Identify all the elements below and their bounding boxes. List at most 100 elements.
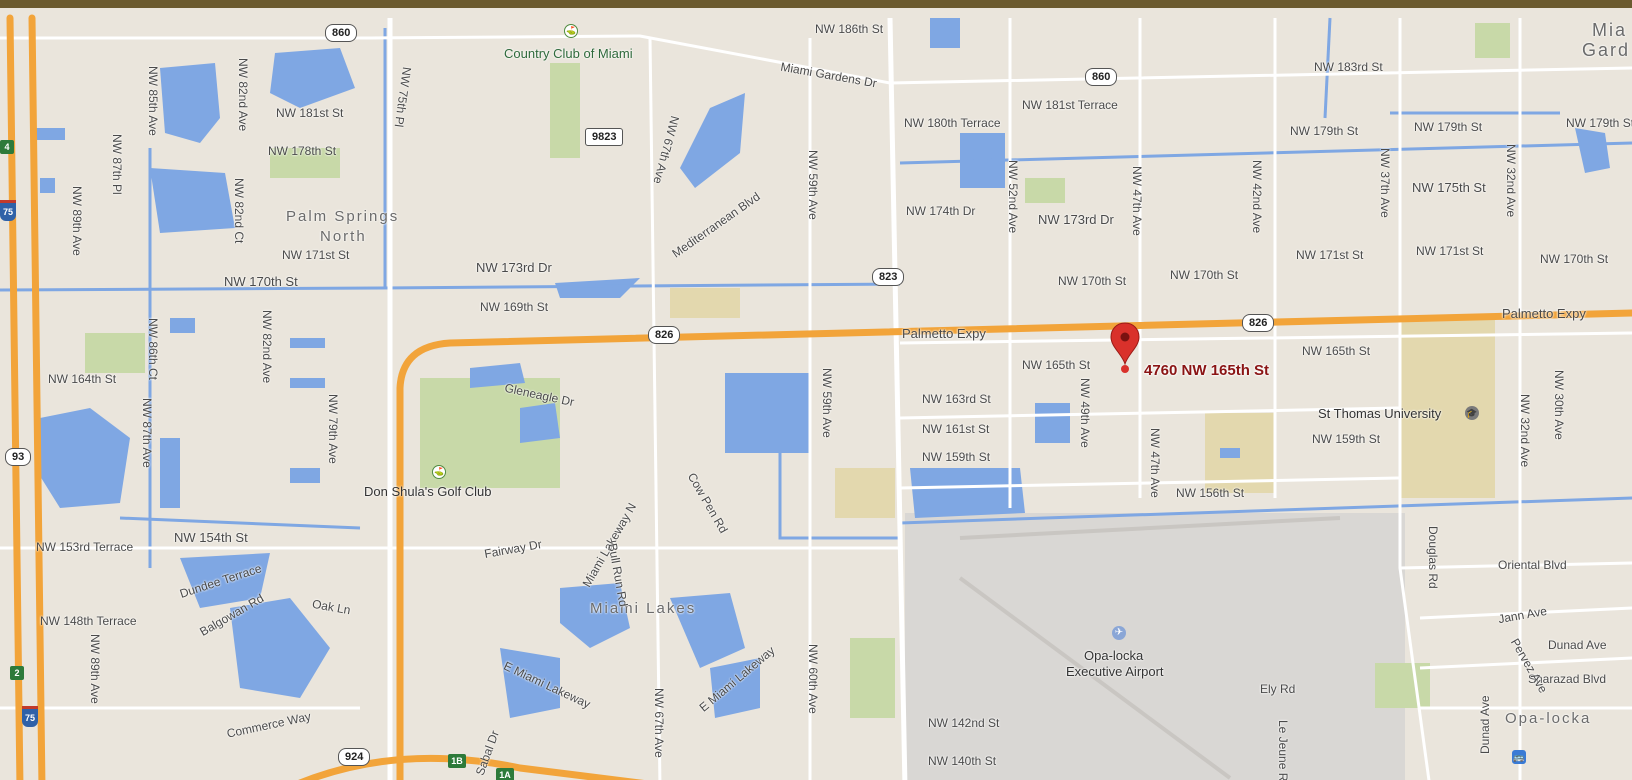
park [1375, 663, 1430, 708]
street-label: NW 79th Ave [326, 394, 340, 464]
street-label: NW 165th St [1022, 358, 1091, 372]
street-label: NW 170th St [1170, 268, 1239, 282]
street-label: NW 32nd Ave [1518, 394, 1532, 468]
street-label: NW 142nd St [928, 716, 1000, 730]
street-label: NW 86th Ct [146, 318, 160, 381]
street-label: NW 154th St [174, 530, 248, 545]
route-shield-9823: 9823 [585, 128, 624, 146]
street-label: NW 85th Ave [146, 66, 160, 136]
street-label: NW 82nd Ave [260, 310, 274, 384]
park [550, 63, 580, 158]
street-label: NW 170th St [224, 274, 298, 289]
area-label-miami-gardens: Mia [1592, 20, 1628, 40]
street-label: NW 170th St [1058, 274, 1127, 288]
marker-address-label[interactable]: 4760 NW 165th St [1144, 362, 1270, 379]
university-icon: 🎓 [1465, 406, 1479, 420]
street-label: NW 67th Ave [652, 688, 666, 758]
area-label-miami-gardens-2: Gard [1582, 40, 1631, 60]
map-canvas[interactable]: Palm Springs North Miami Lakes Opa-locka… [0, 8, 1632, 780]
water-bodies [35, 18, 1610, 718]
exit-badge-1a: 1A [496, 768, 514, 780]
poi-airport-2[interactable]: Executive Airport [1066, 664, 1164, 679]
street-label: NW 153rd Terrace [36, 540, 134, 554]
street-label: NW 159th St [1312, 432, 1381, 446]
street-label: NW 181st St [276, 106, 344, 120]
street-label: NW 164th St [48, 372, 117, 386]
route-shield-823: 823 [872, 268, 905, 286]
street-label: NW 175th St [1412, 180, 1486, 195]
street-label-palmetto-expy: Palmetto Expy [1502, 306, 1586, 321]
street-label: NW 161st St [922, 422, 990, 436]
street-label: NW 173rd Dr [476, 260, 552, 275]
street-label: NW 159th St [922, 450, 991, 464]
street-label: NW 179th St [1290, 124, 1359, 138]
airport-icon: ✈ [1112, 626, 1126, 640]
area-label-miami-lakes: Miami Lakes [590, 600, 697, 617]
street-label: NW 180th Terrace [904, 116, 1001, 130]
street-label: NW 163rd St [922, 392, 991, 406]
street-label: NW 52nd Ave [1006, 160, 1020, 234]
street-label: NW 179th St [1414, 120, 1483, 134]
exit-badge-1b: 1B [448, 754, 466, 768]
park [270, 148, 340, 178]
street-label: NW 170th St [1540, 252, 1609, 266]
minor-streets [0, 18, 1632, 780]
interstate-shield-75: 75 [0, 200, 16, 221]
poi-country-club[interactable]: Country Club of Miami [504, 46, 633, 61]
street-label: NW 30th Ave [1552, 370, 1566, 440]
park [1475, 23, 1510, 58]
bus-station-icon: 🚌 [1512, 750, 1526, 764]
street-label: NW 82nd Ct [232, 178, 246, 244]
university-grounds [1400, 318, 1495, 498]
street-label: NW 181st Terrace [1022, 98, 1118, 112]
interstate-shield-75: 75 [22, 706, 38, 727]
street-label: NW 49th Ave [1078, 378, 1092, 448]
arterial-roads [387, 17, 908, 780]
area-label-palm-springs: Palm Springs [286, 208, 400, 225]
street-label: NW 37th Ave [1378, 148, 1392, 218]
location-marker-pin-icon[interactable] [1110, 322, 1140, 374]
street-label: Le Jeune R [1276, 720, 1290, 780]
park [85, 333, 145, 373]
street-label: NW 89th Ave [70, 186, 84, 256]
route-shield-924: 924 [338, 748, 371, 766]
street-label: NW 171st St [282, 248, 350, 262]
canals [0, 17, 1632, 568]
street-label: NW 59th Ave [820, 368, 834, 438]
street-label-palmetto-expy: Palmetto Expy [902, 326, 986, 341]
street-label: NW 156th St [1176, 486, 1245, 500]
street-label: NW 165th St [1302, 344, 1371, 358]
street-label: NW 82nd Ave [236, 58, 250, 132]
route-shield-826: 826 [648, 326, 681, 344]
route-shield-860: 860 [1085, 68, 1118, 86]
street-label: Ely Rd [1260, 682, 1296, 696]
area-label-opa-locka: Opa-locka [1505, 710, 1592, 727]
street-label: NW 87th Ave [140, 398, 154, 468]
street-label: NW 47th Ave [1130, 166, 1144, 236]
street-label: Dunad Ave [1478, 695, 1492, 755]
airport-area [905, 513, 1405, 780]
street-label: NW 60th Ave [806, 644, 820, 714]
poi-airport-1[interactable]: Opa-locka [1084, 648, 1144, 663]
street-label: NW 59th Ave [806, 150, 820, 220]
street-label: NW 179th St [1566, 116, 1632, 130]
golf-icon: ⛳ [432, 465, 446, 479]
street-label: Douglas Rd [1426, 526, 1440, 589]
campus-area [835, 468, 895, 518]
golf-icon: ⛳ [564, 24, 578, 38]
street-label: NW 186th St [815, 22, 884, 36]
poi-st-thomas[interactable]: St Thomas University [1318, 406, 1442, 421]
area-label-palm-springs-north: North [320, 228, 367, 245]
route-shield-93: 93 [5, 448, 32, 466]
park [850, 638, 895, 718]
exit-badge-2: 2 [10, 666, 24, 680]
exit-badge-4: 4 [0, 140, 14, 154]
park [1025, 178, 1065, 203]
street-label: NW 89th Ave [88, 634, 102, 704]
street-label: NW 140th St [928, 754, 997, 768]
street-label: NW 148th Terrace [40, 614, 137, 628]
poi-don-shula[interactable]: Don Shula's Golf Club [364, 484, 492, 499]
street-label: NW 169th St [480, 300, 549, 314]
street-label: NW 173rd Dr [1038, 212, 1114, 227]
street-label: NW 32nd Ave [1504, 144, 1518, 218]
